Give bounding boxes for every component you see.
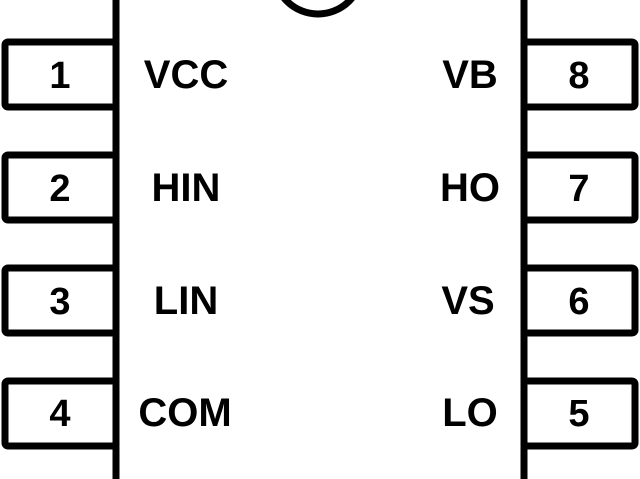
pin-box [1,264,120,337]
pin-1: 1 VCC [1,38,228,111]
pin-number: 8 [568,55,589,97]
pin-2: 2 HIN [1,151,221,224]
orientation-notch-icon [281,0,355,18]
pin-name: VCC [144,53,228,97]
pin-name: HIN [152,166,221,210]
pin-5: 5 LO [442,377,639,450]
pin-box [520,377,639,450]
pin-name: COM [138,391,231,435]
pin-number: 1 [49,55,70,97]
pin-box [520,264,639,337]
pin-name: VB [442,53,498,97]
pin-number: 7 [568,168,589,210]
pin-name: HO [440,166,500,210]
pin-8: 8 VB [442,38,639,111]
pin-number: 3 [49,281,70,323]
pin-number: 6 [568,281,589,323]
pin-box [1,151,120,224]
pin-box [1,38,120,111]
pin-box [520,38,639,111]
pin-box [520,151,639,224]
pin-3: 3 LIN [1,264,218,337]
pin-box [1,377,120,450]
pin-number: 5 [568,393,589,435]
pin-number: 2 [49,168,70,210]
pin-name: VS [441,279,494,323]
pin-4: 4 COM [1,377,232,450]
pin-7: 7 HO [440,151,639,224]
pin-name: LO [442,391,498,435]
pin-name: LIN [154,279,218,323]
pin-number: 4 [49,393,70,435]
pin-6: 6 VS [441,264,639,337]
